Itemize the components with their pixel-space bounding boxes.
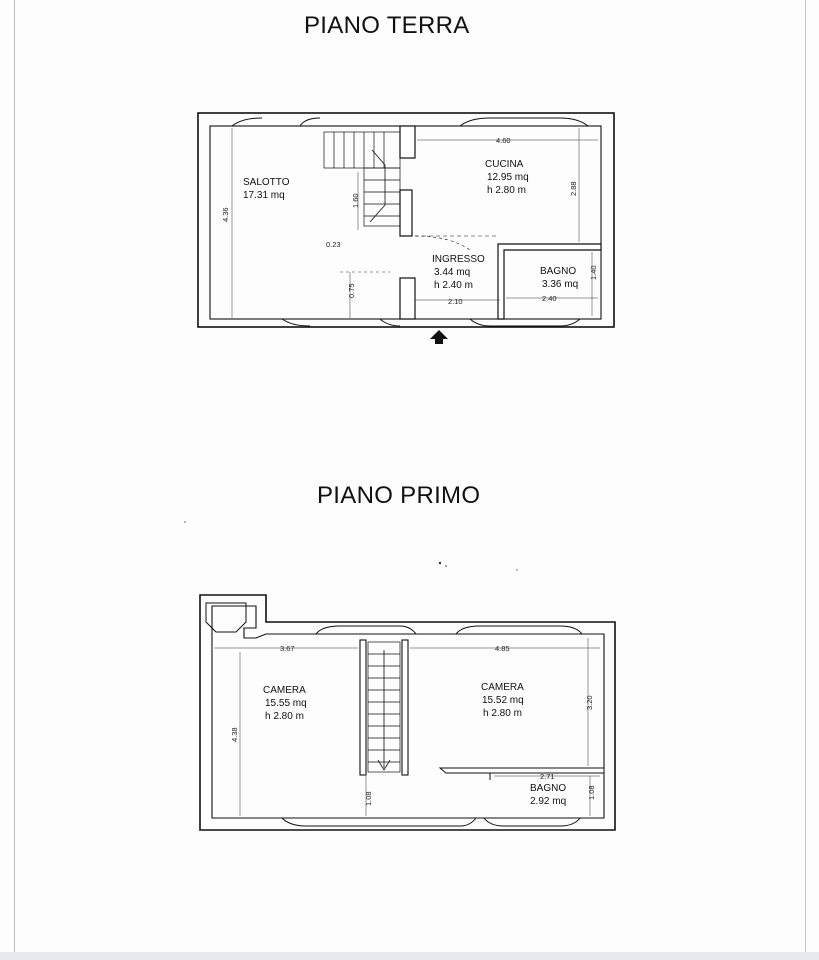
ground-dim-stair-offset: 0.23 xyxy=(326,240,341,249)
room-salotto-area: 17.31 mq xyxy=(243,190,285,201)
ground-floor-title: PIANO TERRA xyxy=(304,12,470,39)
room-camera-left-height: h 2.80 m xyxy=(265,711,304,722)
ground-dim-entry-width: 2.10 xyxy=(448,297,463,306)
first-dim-bath-width: 2.71 xyxy=(540,772,555,781)
ground-outer-wall xyxy=(197,112,615,328)
ground-dim-kitchen-width: 4.60 xyxy=(496,136,511,145)
room-ingresso-area: 3.44 mq xyxy=(434,267,470,278)
room-ingresso-name: INGRESSO xyxy=(432,254,485,265)
first-dimension-lines xyxy=(214,638,600,816)
room-ingresso-height: h 2.40 m xyxy=(434,280,473,291)
room-cucina-height: h 2.80 m xyxy=(487,185,526,196)
first-staircase xyxy=(367,641,401,773)
ground-floor-plan xyxy=(197,112,615,328)
first-dim-left-height: 4.38 xyxy=(230,727,239,742)
room-camera-left-area: 15.55 mq xyxy=(265,698,307,709)
first-dim-right-depth: 3.20 xyxy=(585,695,594,710)
ground-staircase xyxy=(323,131,401,227)
room-camera-right-name: CAMERA xyxy=(481,682,524,693)
room-camera-left-name: CAMERA xyxy=(263,685,306,696)
room-bagno-area: 3.36 mq xyxy=(542,279,578,290)
room-bagno-first-name: BAGNO xyxy=(530,783,566,794)
first-floor-title: PIANO PRIMO xyxy=(317,482,481,509)
up-arrow-entrance-icon xyxy=(430,330,448,344)
room-camera-right-area: 15.52 mq xyxy=(482,695,524,706)
sheet-right-edge xyxy=(805,0,806,960)
first-dim-bath-depth: 1.08 xyxy=(587,785,596,800)
first-outer-wall xyxy=(199,594,616,831)
ground-dim-bath-width: 2.40 xyxy=(542,294,557,303)
room-cucina-area: 12.95 mq xyxy=(487,172,529,183)
ground-dim-stair-width: 1.60 xyxy=(351,193,360,208)
room-salotto-name: SALOTTO xyxy=(243,177,290,188)
room-bagno-first-area: 2.92 mq xyxy=(530,796,566,807)
room-bagno-name: BAGNO xyxy=(540,266,576,277)
first-dim-stair-bottom: 1.08 xyxy=(364,791,373,806)
ground-dim-left-height: 4.36 xyxy=(221,207,230,222)
ground-dim-bath-depth: 1.40 xyxy=(589,265,598,280)
room-cucina-name: CUCINA xyxy=(485,159,524,170)
sheet-left-edge xyxy=(14,0,15,960)
first-inner-wall xyxy=(211,605,605,819)
room-camera-right-height: h 2.80 m xyxy=(483,708,522,719)
first-dim-left-width: 3.67 xyxy=(280,644,295,653)
ground-dimension-lines xyxy=(231,128,598,318)
first-dim-right-width: 4.85 xyxy=(495,644,510,653)
viewer-bottom-band xyxy=(0,952,819,960)
ground-dim-stair-bottom: 0.75 xyxy=(347,283,356,298)
ground-dim-kitchen-depth: 2.88 xyxy=(569,181,578,196)
first-floor-plan xyxy=(199,594,616,831)
